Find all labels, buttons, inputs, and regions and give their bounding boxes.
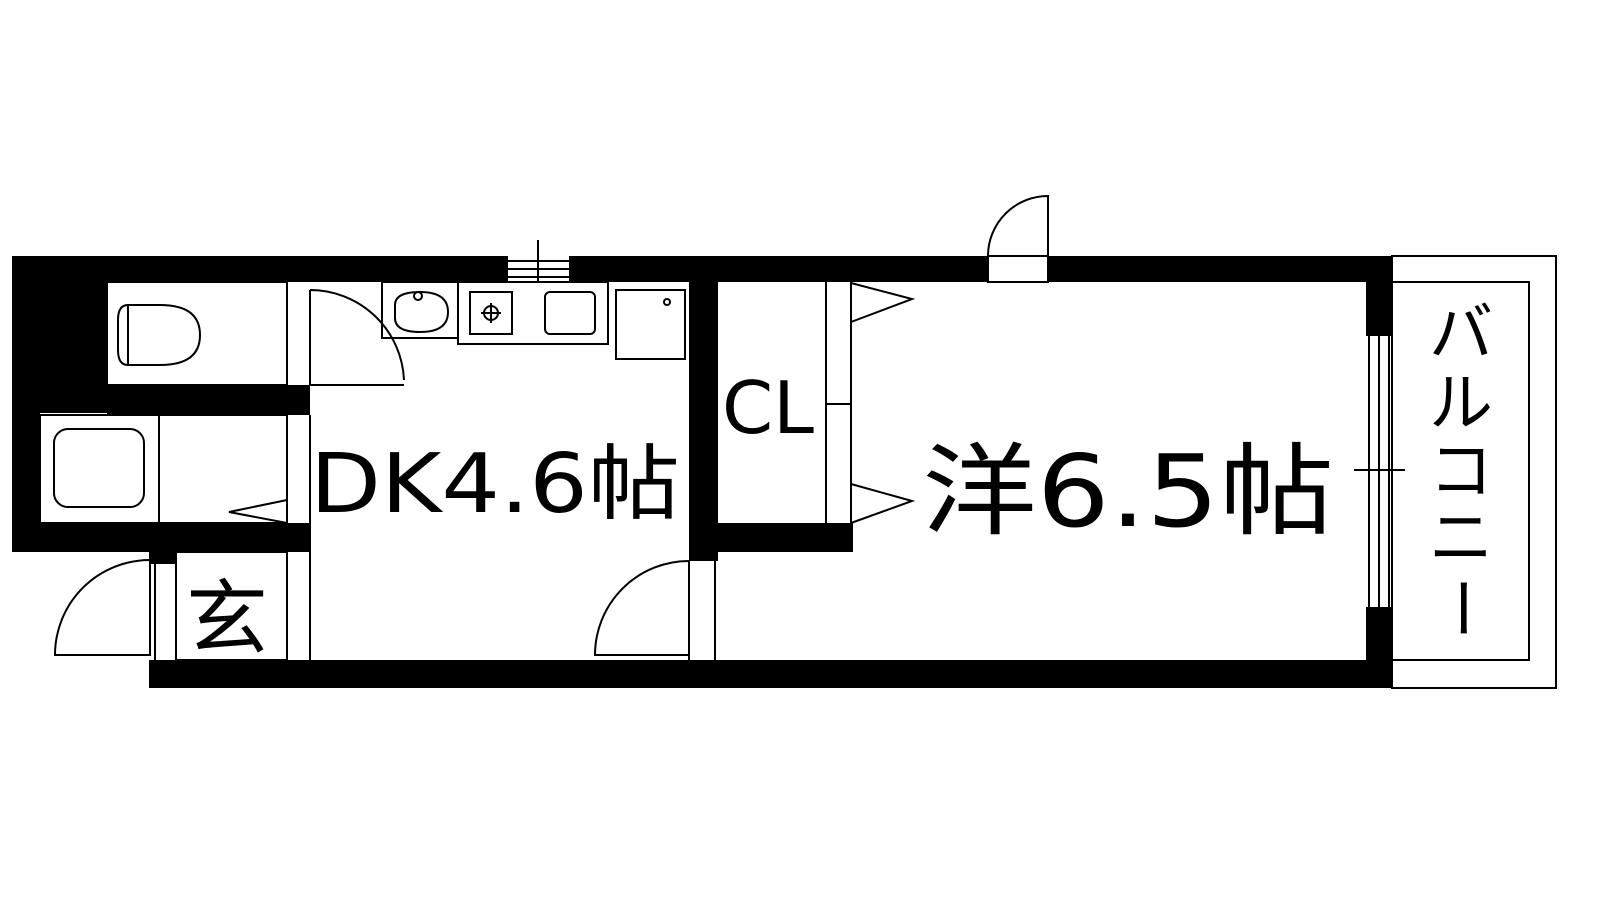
kitchen-sink xyxy=(544,291,596,335)
wall-right-bottom xyxy=(1366,607,1392,688)
closet-door-lower xyxy=(850,483,916,524)
toilet-room-outline xyxy=(106,281,288,386)
bath-door xyxy=(228,499,288,524)
dk-door-swing xyxy=(593,559,690,656)
walls xyxy=(12,256,1392,688)
vanity-sink-counter xyxy=(381,281,459,339)
bathtub xyxy=(53,428,145,508)
room-label-balcony: バ ル コ ニ ー xyxy=(1423,297,1497,640)
room-label-closet: CL xyxy=(722,366,814,450)
thin-lines xyxy=(39,194,1557,689)
balcony-char-5: ー xyxy=(1423,576,1497,640)
toilet-fixture xyxy=(117,304,202,366)
wash-basin-faucet xyxy=(413,291,423,301)
kitchen-counter xyxy=(457,281,609,345)
vent-marker xyxy=(508,240,569,282)
closet-door-upper xyxy=(850,282,916,323)
toilet-door-swing xyxy=(309,288,405,381)
room-label-western: 洋6.5帖 xyxy=(922,433,1334,550)
wall-left xyxy=(12,256,40,552)
wall-entrance-left xyxy=(149,552,176,564)
balcony-char-4: ニ xyxy=(1429,502,1493,576)
wall-closet-bottom xyxy=(689,523,853,552)
wall-divider xyxy=(689,256,718,561)
wash-basin xyxy=(394,290,450,334)
entrance-outline xyxy=(175,551,288,661)
wall-bottom xyxy=(149,660,1392,688)
refrigerator xyxy=(615,289,686,360)
wall-top-mid xyxy=(569,256,988,282)
wall-right-top xyxy=(1366,256,1392,336)
balcony-char-3: コ xyxy=(1429,435,1493,509)
room-label-entrance: 玄 xyxy=(186,572,268,667)
wall-toilet-bottom xyxy=(107,385,310,415)
room-label-dk: DK4.6帖 xyxy=(310,437,680,532)
wall-bath-bottom xyxy=(12,523,310,552)
wall-top-right xyxy=(1048,256,1392,282)
top-door-swing xyxy=(987,194,1049,257)
balcony-char-1: バ xyxy=(1429,297,1493,371)
stove xyxy=(469,291,513,335)
refrigerator-dot xyxy=(663,298,671,306)
top-door-frame xyxy=(987,255,1049,283)
entrance-door-swing xyxy=(53,558,151,656)
balcony-inner xyxy=(1391,281,1530,661)
balcony-char-2: ル xyxy=(1429,367,1493,441)
